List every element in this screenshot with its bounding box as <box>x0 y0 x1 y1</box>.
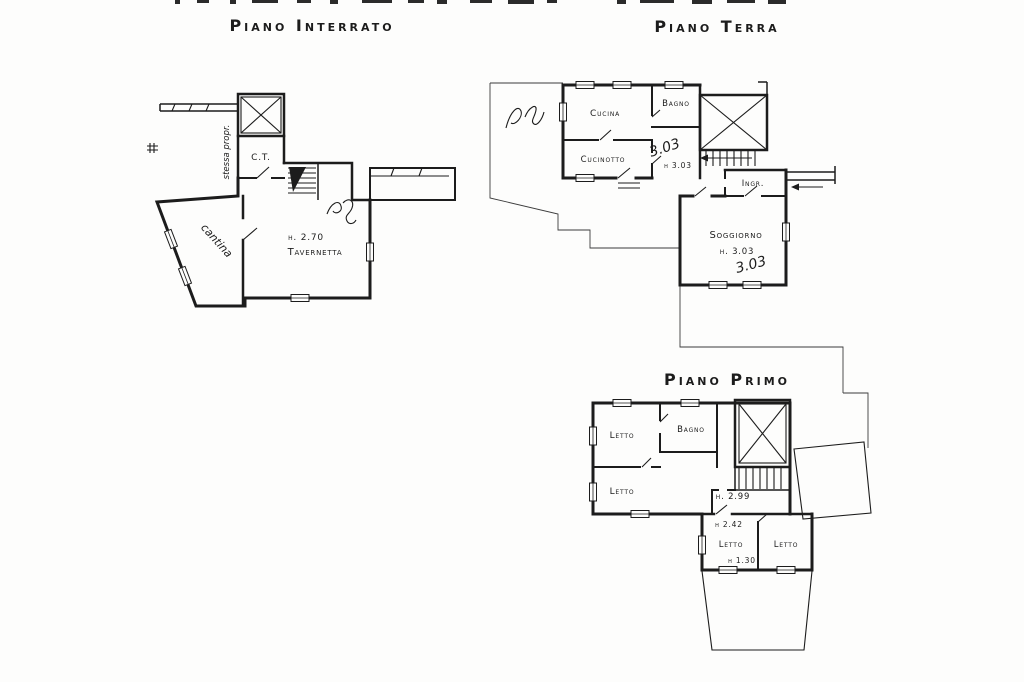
soggiorno-height-scrawl: 3.03 <box>734 253 768 277</box>
letto-se-label: Letto <box>774 540 798 550</box>
soggiorno-height-label: h. 3.03 <box>720 247 754 257</box>
stairs <box>700 150 756 166</box>
window-symbol <box>612 81 632 89</box>
boundary-lines <box>489 82 869 448</box>
stairs <box>734 467 790 491</box>
window-symbol <box>664 81 684 89</box>
window-symbol <box>589 482 597 502</box>
entrance-walkway <box>786 166 836 191</box>
stair-height-label: h 3.03 <box>664 161 692 170</box>
stessa-propr-label: stessa propr. <box>222 125 232 180</box>
window-symbol <box>708 281 728 289</box>
letto-w-label: Letto <box>610 487 635 497</box>
terrace-hatch <box>793 441 872 520</box>
stair-void <box>698 81 769 152</box>
plan-primo: Letto Bagno Letto h. 2.99 h 2.42 Letto h… <box>589 398 872 651</box>
plan-terra: Cucina Bagno Cucinotto h 3.03 3.03 Ingr.… <box>489 81 869 448</box>
scan-artifacts <box>175 0 786 4</box>
window-symbol <box>742 281 762 289</box>
plan-interrato-title: Piano Interrato <box>229 16 394 35</box>
window-symbol <box>698 535 706 555</box>
window-symbol <box>575 81 595 89</box>
window-symbol <box>290 294 310 302</box>
cucinotto-label: Cucinotto <box>581 155 626 165</box>
pen-scribble <box>505 105 545 129</box>
room-labels: Cucina Bagno Cucinotto h 3.03 3.03 Ingr.… <box>581 99 768 277</box>
window-symbol <box>575 174 595 182</box>
window-symbol <box>680 399 700 407</box>
window-symbol <box>776 566 796 574</box>
pen-scribble <box>326 199 357 225</box>
window-symbol <box>782 222 790 242</box>
mid-height-label: h 2.42 <box>715 520 743 529</box>
room-labels: Letto Bagno Letto h. 2.99 h 2.42 Letto h… <box>610 425 798 565</box>
letto-nw-label: Letto <box>610 431 635 441</box>
window-symbol <box>718 566 738 574</box>
tavernetta-label: Tavernetta <box>287 247 343 258</box>
plan-terra-title: Piano Terra <box>654 17 779 36</box>
cucina-label: Cucina <box>590 109 620 119</box>
cantina-label: cantina <box>198 221 235 260</box>
walls <box>591 401 814 572</box>
shaft-x-box <box>733 398 792 469</box>
soggiorno-label: Soggiorno <box>709 230 762 241</box>
slope-hatch <box>701 570 813 651</box>
bagno-label: Bagno <box>677 425 705 435</box>
room-labels: C.T. stessa propr. cantina h. 2.70 Taver… <box>198 125 342 261</box>
hall-height-label: h. 2.99 <box>716 492 750 502</box>
letto-s-label: Letto <box>719 540 743 550</box>
window-symbol <box>630 510 650 518</box>
height-label: h. 2.70 <box>288 233 324 243</box>
bagno-label: Bagno <box>662 99 690 109</box>
stairs <box>288 163 319 200</box>
windows <box>164 228 374 302</box>
window-symbol <box>612 399 632 407</box>
low-height-label: h 1.30 <box>728 556 756 565</box>
plan-interrato: C.T. stessa propr. cantina h. 2.70 Taver… <box>147 92 456 308</box>
shaft-x-box <box>236 92 286 138</box>
window-symbol <box>164 228 178 250</box>
window-symbol <box>366 242 374 262</box>
hash-mark <box>147 143 158 153</box>
neighbor-wall-lines <box>147 103 238 153</box>
window-symbol <box>178 265 192 287</box>
window-symbol <box>559 102 567 122</box>
window-symbol <box>589 426 597 446</box>
plan-primo-title: Piano Primo <box>664 370 790 389</box>
ct-label: C.T. <box>251 153 271 163</box>
ingresso-label: Ingr. <box>742 179 765 189</box>
walls <box>154 134 456 308</box>
